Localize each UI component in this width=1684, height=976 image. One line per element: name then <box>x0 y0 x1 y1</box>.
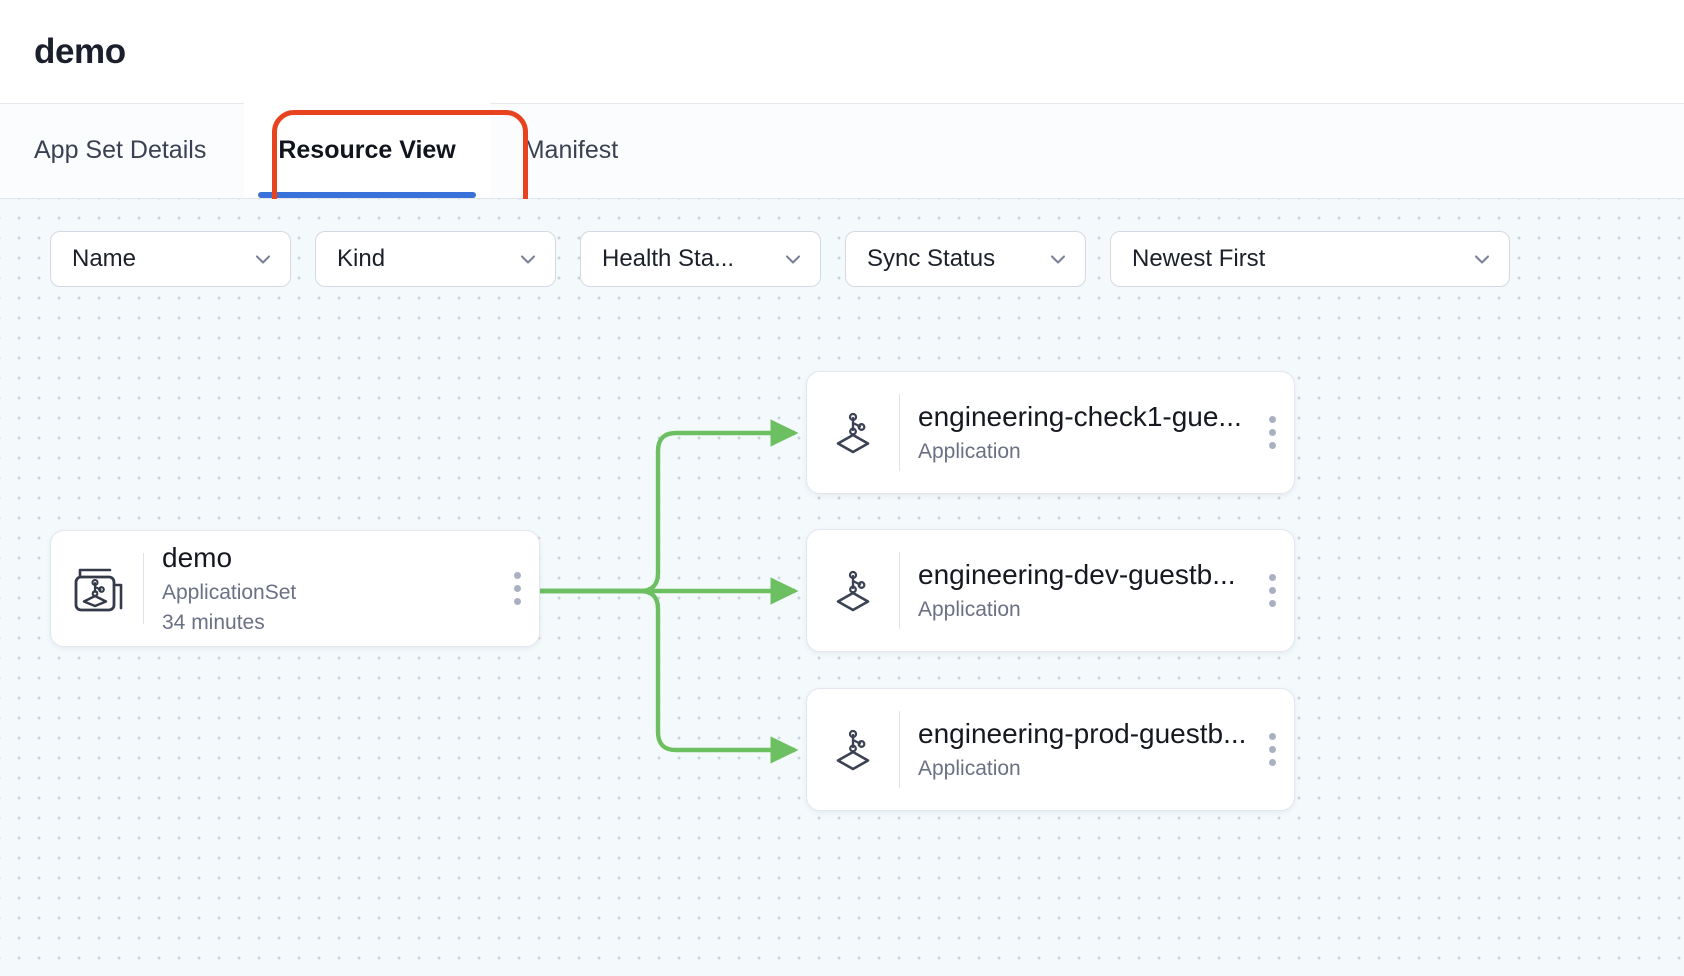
name-filter-dropdown[interactable]: Name <box>50 231 291 287</box>
health-status-filter-dropdown[interactable]: Health Sta... <box>580 231 821 287</box>
application-node-0[interactable]: engineering-check1-gue... Application <box>806 371 1295 494</box>
sort-order-dropdown[interactable]: Newest First <box>1110 231 1510 287</box>
node-title: engineering-check1-gue... <box>918 400 1242 432</box>
tab-bar: App Set Details Resource View Manifest <box>0 103 1684 302</box>
node-kind: Application <box>918 597 1021 621</box>
kind-filter-dropdown[interactable]: Kind <box>315 231 556 287</box>
node-kind: ApplicationSet <box>162 580 297 604</box>
node-actions-menu-button[interactable] <box>1250 530 1294 651</box>
applicationset-icon <box>51 559 143 619</box>
application-icon <box>807 562 899 620</box>
kebab-dot <box>1268 416 1276 423</box>
chevron-down-icon <box>252 248 274 270</box>
edge-to-app-2 <box>540 588 799 764</box>
page-header: demo <box>0 0 1684 104</box>
tab-label: Resource View <box>278 136 456 164</box>
graph-edges <box>540 419 799 764</box>
kebab-dot <box>513 585 521 592</box>
edge-to-app-0 <box>540 419 799 594</box>
kebab-dot <box>513 572 521 579</box>
tab-app-set-details[interactable]: App Set Details <box>34 103 244 198</box>
page-title: demo <box>34 31 126 71</box>
node-title: demo <box>162 541 233 573</box>
kebab-dot <box>1268 746 1276 753</box>
tab-label: App Set Details <box>34 136 207 164</box>
resource-graph: demo ApplicationSet 34 minutes <box>0 199 1684 976</box>
node-body: engineering-dev-guestb... Application <box>900 557 1250 624</box>
kebab-dot <box>1268 574 1276 581</box>
node-body: engineering-check1-gue... Application <box>900 399 1250 466</box>
kebab-dot <box>1268 733 1276 740</box>
sync-status-filter-dropdown[interactable]: Sync Status <box>845 231 1086 287</box>
resource-graph-canvas[interactable]: Name Kind Health Sta... Sync Status <box>0 199 1684 976</box>
kebab-dot <box>1268 600 1276 607</box>
kebab-dot <box>1268 429 1276 436</box>
chevron-down-icon <box>782 248 804 270</box>
application-icon <box>807 404 899 462</box>
node-divider <box>899 394 900 471</box>
node-actions-menu-button[interactable] <box>1250 689 1294 810</box>
chevron-down-icon <box>1047 248 1069 270</box>
application-node-2[interactable]: engineering-prod-guestb... Application <box>806 688 1295 811</box>
node-kind: Application <box>918 756 1021 780</box>
applicationset-node-demo[interactable]: demo ApplicationSet 34 minutes <box>50 530 540 647</box>
chevron-down-icon <box>517 248 539 270</box>
application-node-1[interactable]: engineering-dev-guestb... Application <box>806 529 1295 652</box>
node-title: engineering-dev-guestb... <box>918 558 1236 590</box>
kebab-dot <box>1268 759 1276 766</box>
node-divider <box>899 552 900 629</box>
kebab-dot <box>1268 587 1276 594</box>
filter-bar: Name Kind Health Sta... Sync Status <box>50 231 1510 287</box>
node-body: demo ApplicationSet 34 minutes <box>144 540 495 638</box>
kebab-dot <box>1268 442 1276 449</box>
node-title: engineering-prod-guestb... <box>918 717 1244 749</box>
node-age: 34 minutes <box>162 610 265 634</box>
node-actions-menu-button[interactable] <box>1250 372 1294 493</box>
node-divider <box>899 711 900 788</box>
tab-manifest[interactable]: Manifest <box>490 103 652 198</box>
chevron-down-icon <box>1471 248 1493 270</box>
node-divider <box>143 553 144 624</box>
tab-label: Manifest <box>523 136 619 164</box>
node-body: engineering-prod-guestb... Application <box>900 716 1250 783</box>
application-icon <box>807 721 899 779</box>
node-kind: Application <box>918 439 1021 463</box>
kebab-dot <box>513 598 521 605</box>
tab-resource-view[interactable]: Resource View <box>244 103 490 198</box>
node-actions-menu-button[interactable] <box>495 531 539 646</box>
